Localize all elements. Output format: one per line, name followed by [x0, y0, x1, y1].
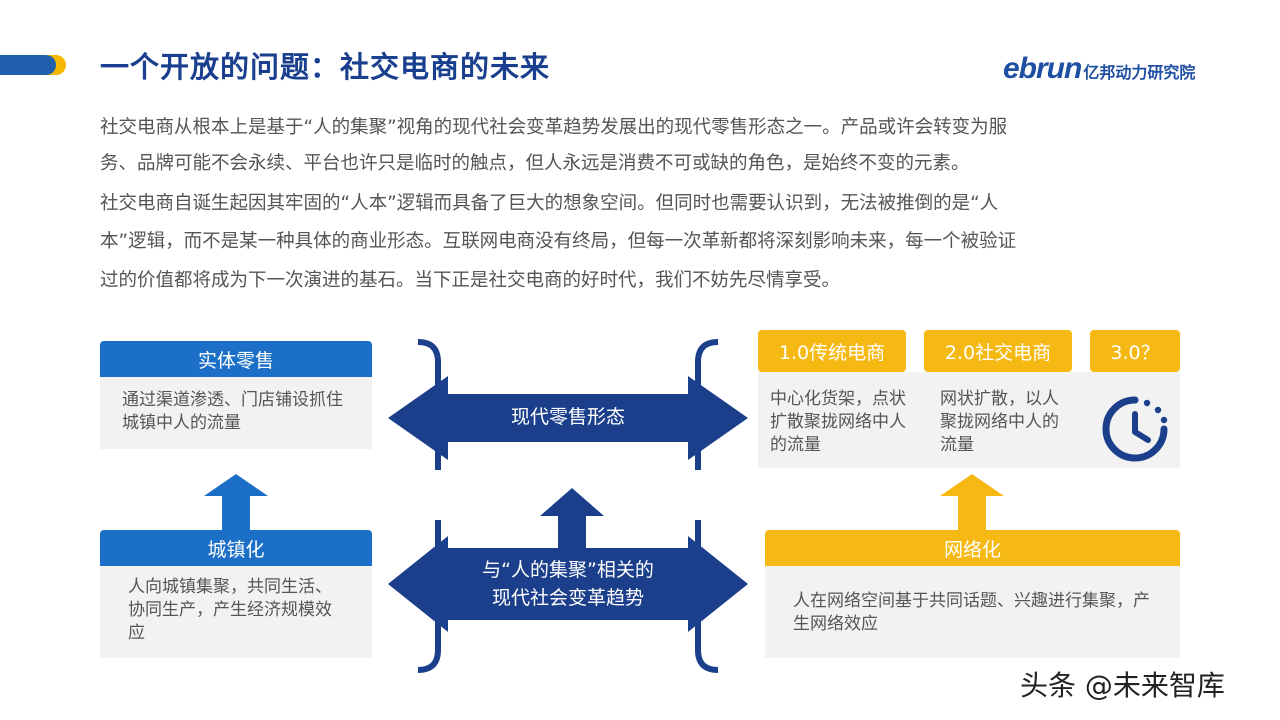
urbanization-title: 城镇化: [100, 530, 372, 566]
stage-2-title: 2.0社交电商: [924, 330, 1072, 372]
clock-icon: [1098, 392, 1172, 466]
intro-line-1: 社交电商从根本上是基于“人的集聚”视角的现代社会变革趋势发展出的现代零售形态之一…: [100, 117, 1008, 138]
intro-line-3: 社交电商自诞生起因其牢固的“人本”逻辑而具备了巨大的想象空间。但同时也需要认识到…: [100, 193, 999, 214]
stage-3-title: 3.0？: [1090, 330, 1180, 372]
intro-line-5: 过的价值都将成为下一次演进的基石。当下正是社交电商的好时代，我们不妨先尽情享受。: [100, 270, 841, 291]
logo-text-cn: 亿邦动力研究院: [1083, 63, 1196, 82]
social-trend-arrow: [388, 536, 748, 632]
physical-retail-title: 实体零售: [100, 341, 372, 377]
left-bracket-top: [417, 339, 441, 470]
stage-2-body: 网状扩散，以人聚拢网络中人的流量: [940, 389, 1059, 455]
modern-retail-label: 现代零售形态: [510, 406, 625, 428]
urbanization-body: 人向城镇集聚，共同生活、协同生产，产生经济规模效应: [100, 566, 372, 658]
intro-line-4: 本”逻辑，而不是某一种具体的商业形态。互联网电商没有终局，但每一次革新都将深刻影…: [100, 231, 1017, 252]
header-accent-bar: [0, 55, 56, 75]
physical-retail-body: 通过渠道渗透、门店铺设抓住城镇中人的流量: [100, 377, 372, 449]
stage-1-title: 1.0传统电商: [758, 330, 906, 372]
social-trend-label-1: 与“人的集聚”相关的: [482, 559, 654, 581]
left-bracket-bottom: [417, 520, 441, 673]
networking-title: 网络化: [765, 530, 1180, 566]
center-up-arrow: [540, 488, 604, 548]
stage-1-body: 中心化货架，点状扩散聚拢网络中人的流量: [770, 389, 906, 455]
right-bracket-bottom: [695, 520, 719, 673]
modern-retail-arrow: [388, 376, 748, 460]
watermark: 头条 @未来智库: [1020, 669, 1225, 702]
intro-line-2: 务、品牌可能不会永续、平台也许只是临时的触点，但人永远是消费不可或缺的角色，是始…: [100, 153, 970, 174]
left-up-arrow: [204, 474, 268, 530]
right-bracket-top: [695, 339, 719, 470]
networking-body: 人在网络空间基于共同话题、兴趣进行集聚，产生网络效应: [765, 566, 1180, 658]
logo-text-en: ebrun: [1003, 52, 1082, 85]
social-trend-label-2: 现代社会变革趋势: [491, 587, 644, 609]
page-title: 一个开放的问题：社交电商的未来: [100, 50, 551, 84]
right-up-arrow: [940, 474, 1004, 530]
